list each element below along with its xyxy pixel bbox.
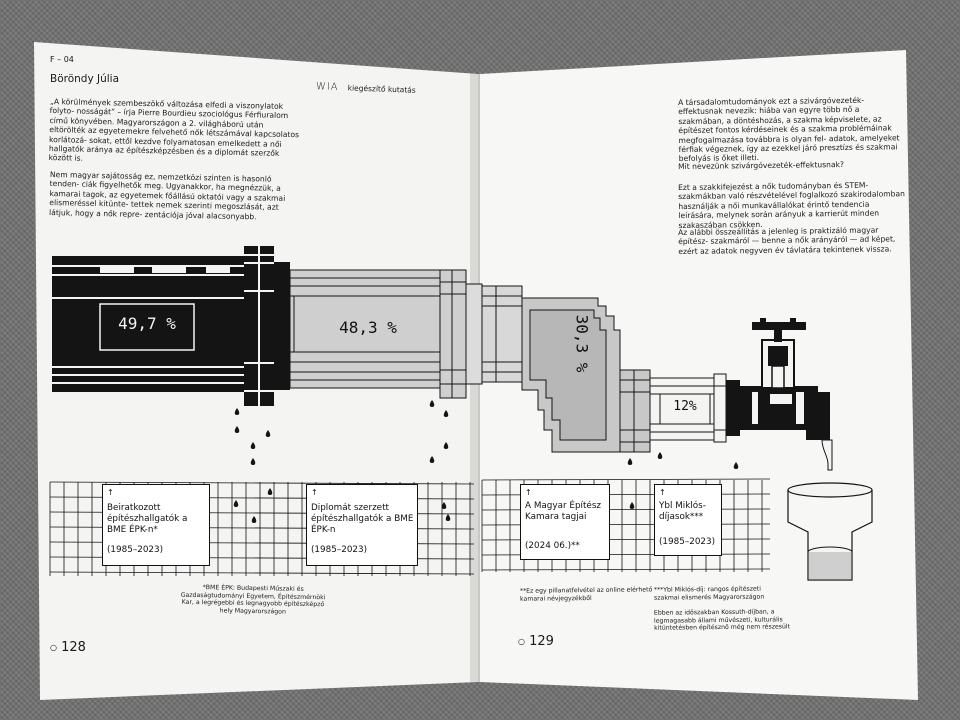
value-label-3: 30,3 % [572,314,592,373]
leak-drop-icon [443,410,449,417]
arrow-up-icon: ↑ [659,488,666,497]
category-label-2: Diplomát szerzett építészhallgatók a BME… [311,503,414,535]
footnote-kamara: **Ez egy pillanatfelvétel az online elér… [519,586,653,603]
leak-drop-icon [250,442,256,449]
leak-drop-icon [265,430,271,437]
pipe-segment-4 [649,373,740,443]
page-number-left: ○ 128 [50,640,86,655]
leak-drop-icon [250,458,256,465]
page-dot-icon: ○ [518,637,525,646]
footnote-bme: *BME ÉPK: Budapesti Műszaki és Gazdaságt… [180,584,326,616]
section-code: F – 04 [50,55,74,64]
pipe-segment-1 [52,246,290,406]
author-name: Böröndy Júlia [50,73,120,85]
page-dot-icon: ○ [50,643,57,652]
faucet-valve [740,318,833,471]
page-number-right-value: 129 [529,634,554,649]
category-label-3: A Magyar Építész Kamara tagjai [525,501,602,522]
leak-drop-icon [657,452,663,459]
arrow-up-icon: ↑ [107,488,114,497]
footnote-ybl: ***Ybl Miklós-díj: rangos építészeti sza… [653,585,765,602]
category-period-1: (1985–2023) [107,545,164,555]
category-label-4: Ybl Miklós-díjasok*** [659,501,706,522]
category-box-3: ↑ A Magyar Építész Kamara tagjai (2024 0… [520,484,610,560]
value-label-4: 12% [673,399,697,414]
leak-drop-icon [234,408,240,415]
value-label-1: 49,7 % [118,314,176,333]
leak-drop-icon [629,502,635,509]
leak-drop-icon [234,426,240,433]
category-period-2: (1985–2023) [311,545,368,555]
arrow-up-icon: ↑ [525,488,532,497]
leak-drop-icon [445,514,451,521]
category-box-4: ↑ Ybl Miklós-díjasok*** (1985–2023) [654,484,722,556]
leak-drop-icon [627,458,633,465]
leak-drop-icon [733,462,739,469]
pipe-segment-2 [289,269,483,399]
leak-drop-icon [443,442,449,449]
bucket [787,482,873,581]
footnote-kossuth: Ebben az időszakban Kossuth-díjban, a le… [653,608,791,632]
pipe-segment-3 [481,285,651,453]
category-label-1: Beiratkozott építészhallgatók a BME ÉPK-… [107,503,188,535]
leak-drop-icon [429,456,435,463]
leak-drop-icon [267,488,273,495]
category-period-3: (2024 06.)** [525,541,580,551]
leak-drop-icon [251,516,257,523]
category-box-1: ↑ Beiratkozott építészhallgatók a BME ÉP… [102,484,210,566]
leak-drop-icon [233,500,239,507]
leak-drop-icon [441,502,447,509]
page-number-left-value: 128 [61,640,86,655]
category-period-4: (1985–2023) [659,537,716,547]
arrow-up-icon: ↑ [311,488,318,497]
leak-drop-icon [429,400,435,407]
category-box-2: ↑ Diplomát szerzett építészhallgatók a B… [306,484,418,566]
value-label-2: 48,3 % [339,318,397,337]
page-number-right: ○ 129 [518,634,554,649]
